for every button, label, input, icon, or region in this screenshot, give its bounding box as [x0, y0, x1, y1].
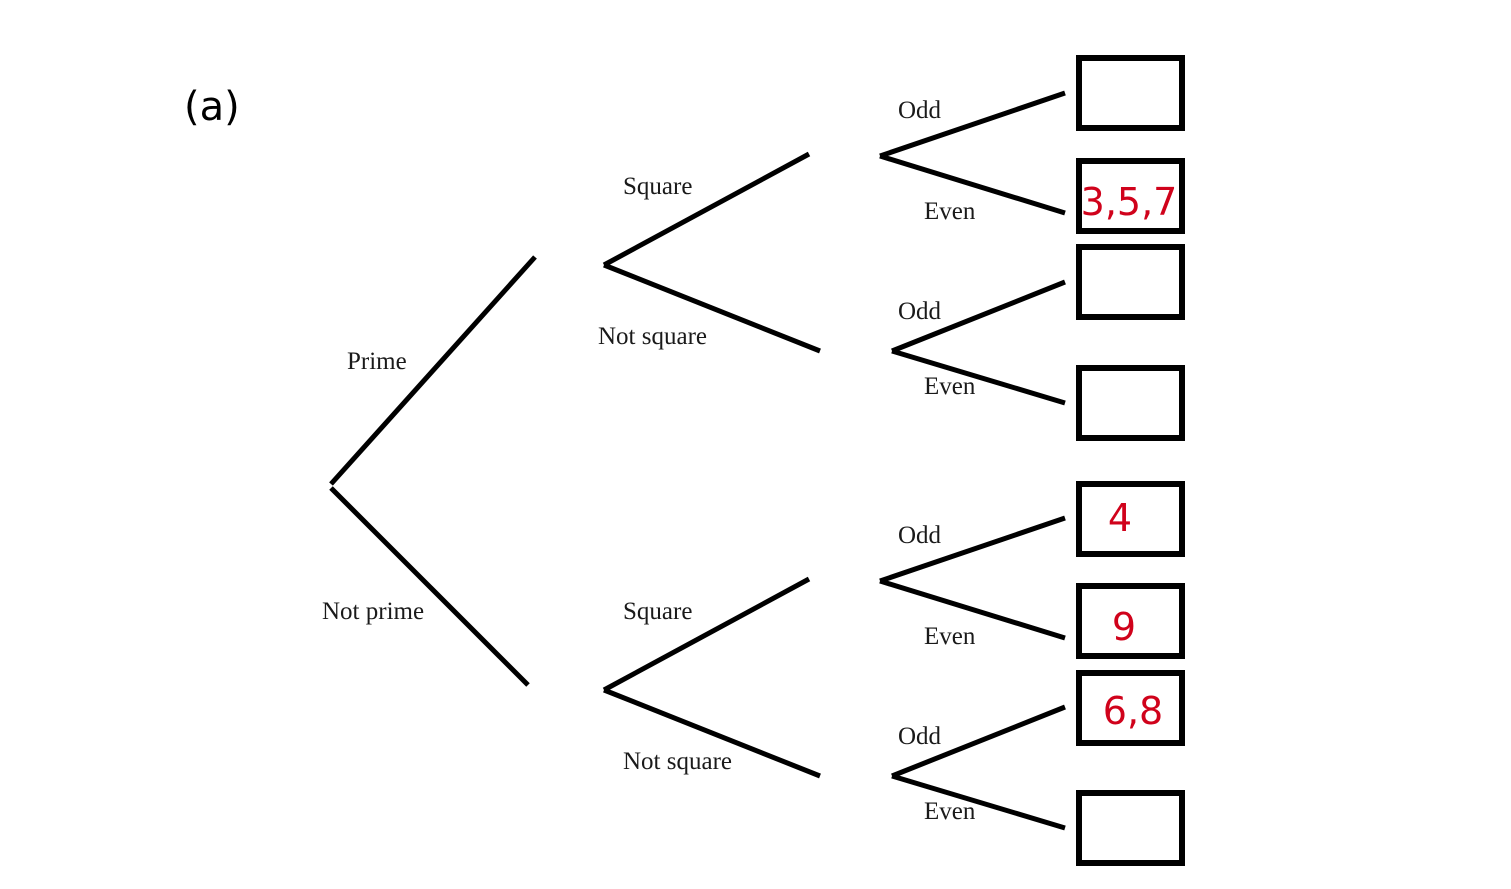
answer-box-8[interactable] [1076, 790, 1185, 866]
label-prime-not-square-even: Even [924, 373, 976, 400]
branch-prime-square [602, 151, 811, 268]
branch-prime-square-odd [879, 90, 1066, 159]
branch-prime-not-square-odd [891, 279, 1066, 354]
answer-box-5[interactable] [1076, 481, 1185, 557]
branch-not-prime-not-square-even [891, 773, 1066, 831]
label-prime-not-square: Not square [598, 323, 707, 350]
branch-prime-not-square-even [891, 348, 1066, 406]
label-not-prime-not-square: Not square [623, 748, 732, 775]
branch-not-prime-square-even [879, 578, 1066, 641]
answer-text-2: 3,5,7 [1081, 180, 1178, 224]
answer-box-6[interactable] [1076, 583, 1185, 659]
part-label: (a) [184, 84, 240, 130]
label-not-prime-not-square-odd: Odd [898, 723, 942, 750]
label-prime: Prime [347, 348, 407, 375]
branch-not-prime [329, 486, 530, 687]
answer-text-7: 6,8 [1103, 689, 1163, 733]
answer-box-7[interactable] [1076, 670, 1185, 746]
branch-prime [329, 255, 537, 486]
answer-text-5: 4 [1108, 496, 1132, 540]
branch-not-prime-square [602, 576, 811, 693]
answer-text-6: 9 [1112, 605, 1136, 649]
label-prime-square-even: Even [924, 198, 976, 225]
label-not-prime-square-even: Even [924, 623, 976, 650]
label-not-prime-not-square-even: Even [924, 798, 976, 825]
branch-not-prime-not-square [603, 687, 821, 779]
answer-box-3[interactable] [1076, 244, 1185, 320]
label-not-prime-square: Square [623, 598, 692, 625]
branch-prime-not-square [603, 262, 821, 354]
label-prime-square-odd: Odd [898, 97, 942, 124]
answer-box-4[interactable] [1076, 365, 1185, 441]
branch-not-prime-not-square-odd [891, 704, 1066, 779]
label-not-prime-square-odd: Odd [898, 522, 942, 549]
branch-prime-square-even [879, 153, 1066, 216]
answer-box-1[interactable] [1076, 55, 1185, 131]
label-prime-not-square-odd: Odd [898, 298, 942, 325]
label-prime-square: Square [623, 173, 692, 200]
label-not-prime: Not prime [322, 598, 424, 625]
branch-not-prime-square-odd [879, 515, 1066, 584]
answer-box-2[interactable] [1076, 158, 1185, 234]
